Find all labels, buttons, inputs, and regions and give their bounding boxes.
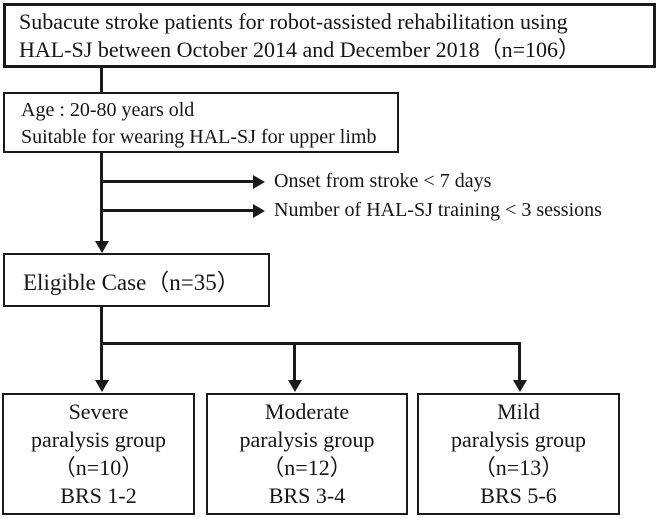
criteria-box: Age : 20-80 years old Suitable for weari… [3,92,399,153]
eligible-box: Eligible Case（n=35） [3,253,270,307]
criteria-box-line: Age : 20-80 years old [21,99,195,121]
title-box-line: HAL-SJ between October 2014 and December… [19,37,581,62]
mild-group-box: Mild paralysis group （n=13） BRS 5-6 [417,393,620,515]
down-arrowhead-icon [94,380,109,392]
group-box-line: BRS 5-6 [480,483,557,508]
group-box-line: paralysis group [30,427,167,452]
down-arrowhead-icon [512,380,527,392]
group-box-line: Severe [68,399,129,424]
criteria-box-line: Suitable for wearing HAL-SJ for upper li… [21,126,377,148]
right-arrowhead-icon [253,203,265,218]
group-box-line: Moderate [264,399,350,424]
group-box-line: BRS 1-2 [60,483,137,508]
connector-to-mild [518,342,521,381]
eligible-box-label: Eligible Case（n=35） [23,270,240,295]
branch-distributor-line [100,342,521,345]
group-box-line: （n=13） [473,455,564,480]
title-box: Subacute stroke patients for robot-assis… [3,3,656,68]
title-box-line: Subacute stroke patients for robot-assis… [19,9,568,34]
exclusion-label-2: Number of HAL-SJ training < 3 sessions [274,199,602,221]
exclusion-label-1: Onset from stroke < 7 days [274,170,492,192]
right-arrowhead-icon [253,174,265,189]
group-box-line: paralysis group [450,427,587,452]
group-box-line: paralysis group [239,427,375,452]
down-arrowhead-icon [94,241,109,253]
connector-to-severe [100,345,103,381]
group-box-line: Mild [497,399,540,424]
connector-criteria-to-eligible [100,153,103,242]
down-arrowhead-icon [287,380,302,392]
connector-eligible-to-branches [100,307,103,345]
exclusion-arrow-1 [101,180,253,183]
group-box-line: BRS 3-4 [268,483,346,508]
group-box-line: （n=12） [262,455,352,480]
connector-title-to-criteria [100,68,103,92]
exclusion-arrow-2 [101,209,253,212]
moderate-group-box: Moderate paralysis group （n=12） BRS 3-4 [206,393,408,515]
group-box-line: （n=10） [53,455,144,480]
connector-to-moderate [293,342,296,381]
severe-group-box: Severe paralysis group （n=10） BRS 1-2 [2,393,195,515]
